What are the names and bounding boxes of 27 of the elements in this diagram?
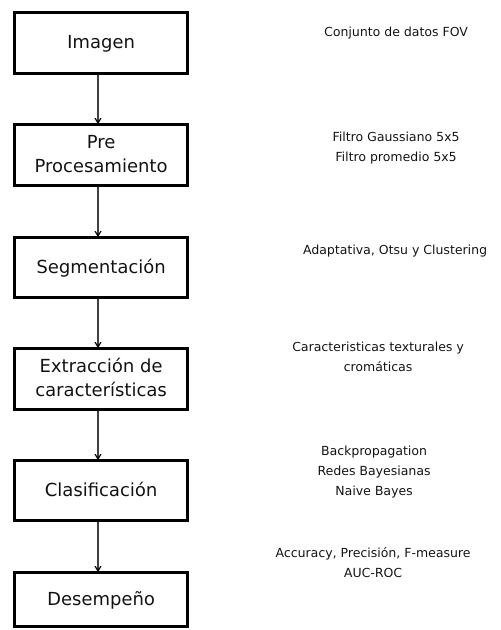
method-note: Filtro Gaussiano 5x5 <box>332 128 460 146</box>
method-note: Redes Bayesianas <box>318 462 430 480</box>
process-box <box>13 571 189 628</box>
method-note: Adaptativa, Otsu y Clustering <box>303 241 487 259</box>
process-box <box>13 459 189 522</box>
step-label: Desempeño <box>47 588 155 610</box>
arrow <box>94 187 102 237</box>
step-label: Extracción de características <box>35 356 167 401</box>
method-note: Backpropagation <box>321 442 427 460</box>
method-note: Naive Bayes <box>335 482 413 500</box>
process-box <box>13 236 189 299</box>
process-box <box>13 123 189 187</box>
arrow <box>94 299 102 348</box>
arrow <box>94 522 102 572</box>
step-label: Clasificación <box>44 480 158 500</box>
process-box <box>13 11 189 75</box>
step-label: Pre Procesamiento <box>34 132 168 177</box>
arrow <box>94 411 102 460</box>
method-note: Conjunto de datos FOV <box>324 23 468 41</box>
step-label: Segmentación <box>36 256 166 278</box>
process-box <box>13 347 189 411</box>
arrow <box>94 75 102 124</box>
step-label: Imagen <box>67 32 135 53</box>
method-note: Caracteristicas texturales y cromáticas <box>291 338 465 376</box>
method-note: AUC-ROC <box>344 564 402 582</box>
method-note: Accuracy, Precisión, F-measure <box>276 544 470 562</box>
method-note: Filtro promedio 5x5 <box>335 148 457 166</box>
